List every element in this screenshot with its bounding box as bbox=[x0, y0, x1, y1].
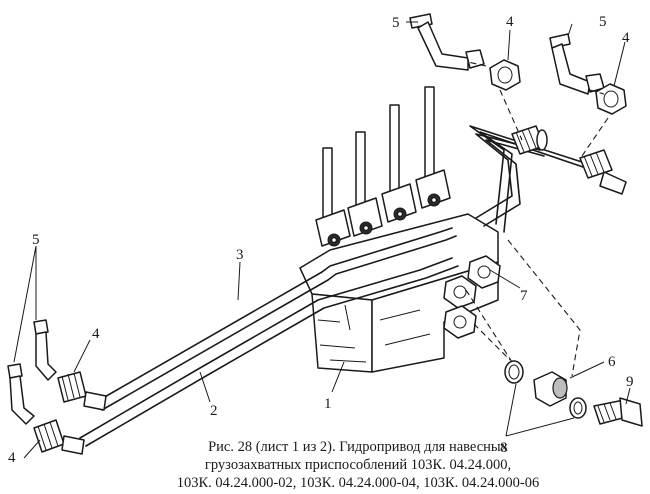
callout-3: 3 bbox=[236, 247, 244, 263]
callout-leaders bbox=[13, 21, 631, 459]
callout-5: 5 bbox=[599, 14, 607, 30]
caption-line-1: Рис. 28 (лист 1 из 2). Гидропривод для н… bbox=[208, 439, 508, 455]
assembly-leaders bbox=[465, 61, 609, 377]
side-fittings bbox=[443, 255, 501, 339]
callout-6: 6 bbox=[608, 354, 616, 370]
caption-line-2: грузозахватных приспособлений 103К. 04.2… bbox=[204, 457, 512, 473]
callout-9: 9 bbox=[626, 374, 634, 390]
callout-7: 7 bbox=[520, 288, 528, 304]
control-levers bbox=[315, 86, 451, 247]
caption-line-3: 103К. 04.24.000-02, 103К. 04.24.000-04, … bbox=[176, 475, 540, 491]
callout-2: 2 bbox=[210, 403, 218, 419]
elbow-fittings bbox=[7, 13, 605, 425]
callout-labels: 5 4 5 4 3 5 4 7 6 1 2 9 8 4 bbox=[8, 14, 634, 466]
callout-8: 8 bbox=[500, 440, 508, 456]
callout-4: 4 bbox=[622, 30, 630, 46]
figure-caption: Рис. 28 (лист 1 из 2). Гидропривод для н… bbox=[118, 438, 598, 492]
callout-1: 1 bbox=[324, 396, 332, 412]
callout-4: 4 bbox=[92, 326, 100, 342]
callout-4: 4 bbox=[506, 14, 514, 30]
upper-connectors bbox=[511, 125, 627, 195]
callout-4: 4 bbox=[8, 450, 16, 466]
callout-5: 5 bbox=[32, 232, 40, 248]
callout-5: 5 bbox=[392, 15, 400, 31]
left-connectors bbox=[33, 371, 107, 455]
nuts-washers bbox=[489, 59, 643, 427]
